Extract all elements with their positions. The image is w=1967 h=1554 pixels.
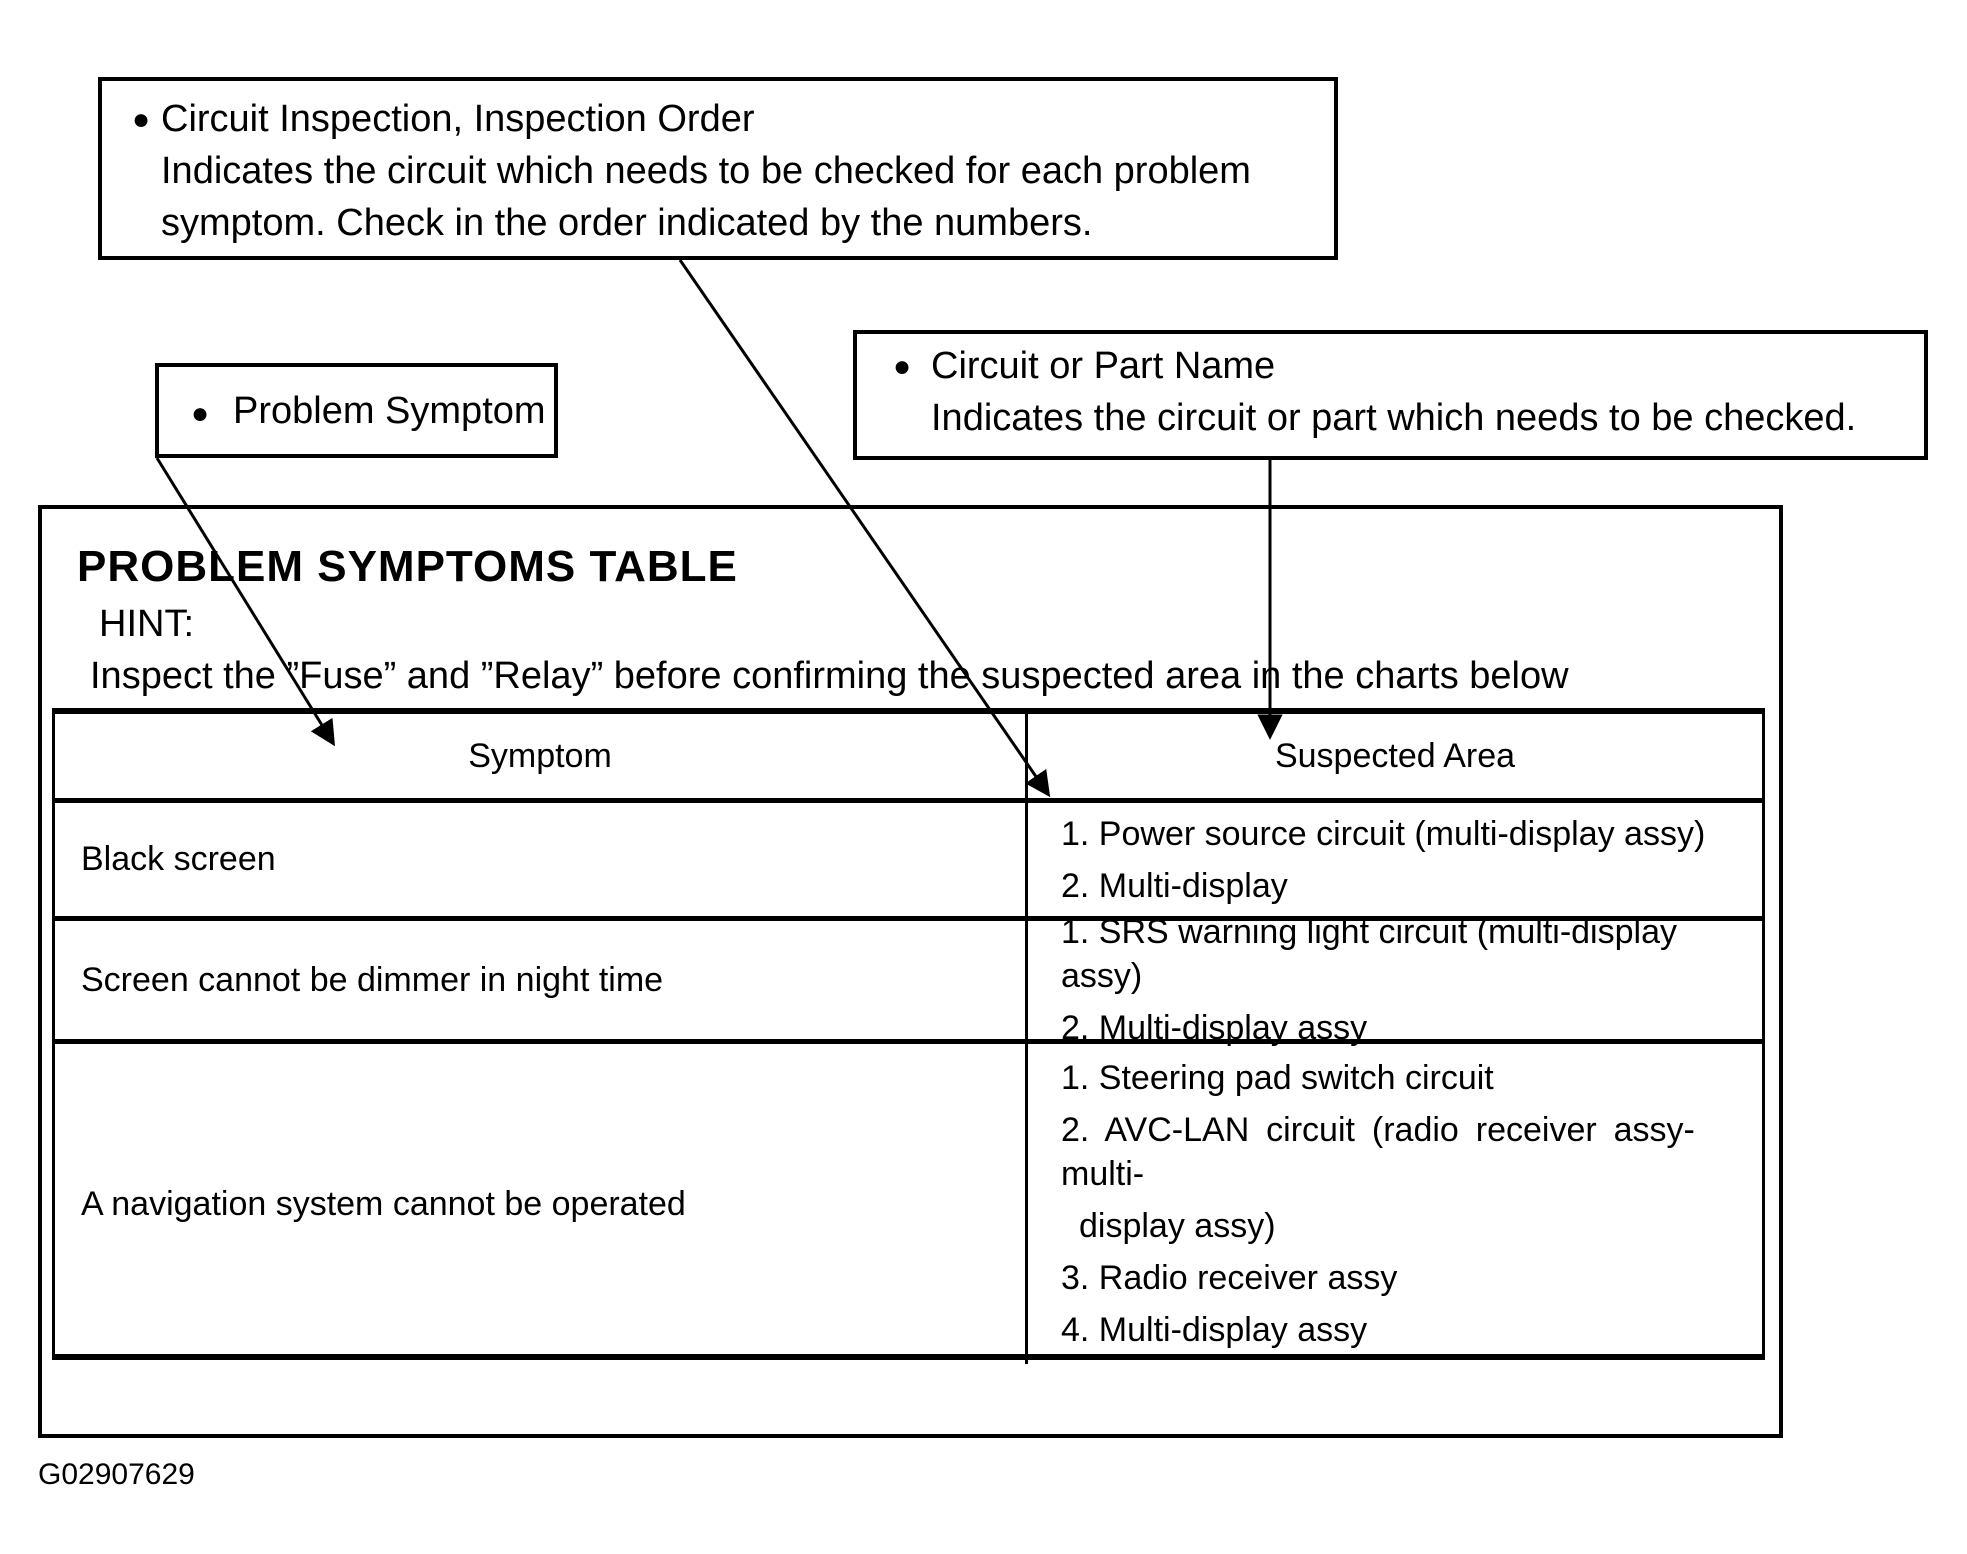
callout-inspection-order-desc-line2: symptom. Check in the order indicated by… <box>161 202 1093 244</box>
hint-text: Inspect the ”Fuse” and ”Relay” before co… <box>90 655 1569 697</box>
table-row-symptom: A navigation system cannot be operated <box>55 1039 1025 1364</box>
suspected-item: 3. Radio receiver assy <box>1061 1259 1398 1297</box>
suspected-item-continuation: display assy) <box>1079 1207 1276 1245</box>
callout-circuit-or-part: ● Circuit or Part Name Indicates the cir… <box>853 330 1928 460</box>
bullet-icon: ● <box>191 397 210 430</box>
callout-inspection-order-title: Circuit Inspection, Inspection Order <box>161 98 755 140</box>
suspected-item: 1. Power source circuit (multi-display a… <box>1061 814 1706 853</box>
table-row-suspected-area: 1. Power source circuit (multi-display a… <box>1025 798 1762 916</box>
callout-inspection-order: ● Circuit Inspection, Inspection Order I… <box>98 77 1338 260</box>
table-row-symptom: Screen cannot be dimmer in night time <box>55 916 1025 1039</box>
suspected-item: 1. SRS warning light circuit (multi-disp… <box>1061 913 1677 995</box>
table-row-suspected-area: 1. Steering pad switch circuit 2. AVC-LA… <box>1025 1039 1762 1364</box>
problem-symptoms-table: Symptom Suspected Area Black screen 1. P… <box>52 708 1765 1364</box>
suspected-item: 2. AVC-LAN circuit (radio receiver assy-… <box>1061 1111 1695 1193</box>
figure-id: G02907629 <box>38 1458 195 1491</box>
callout-problem-symptom-label: Problem Symptom <box>233 389 546 432</box>
suspected-item: 1. Steering pad switch circuit <box>1061 1059 1494 1097</box>
table-row-suspected-area: 1. SRS warning light circuit (multi-disp… <box>1025 913 1762 1047</box>
page-title: PROBLEM SYMPTOMS TABLE <box>77 542 738 591</box>
suspected-item: 2. Multi-display <box>1061 866 1288 905</box>
bullet-icon: ● <box>132 103 151 136</box>
column-header-suspected-area: Suspected Area <box>1025 714 1762 798</box>
column-header-symptom: Symptom <box>468 736 612 775</box>
callout-circuit-or-part-title: Circuit or Part Name <box>931 345 1276 387</box>
hint-label: HINT: <box>99 603 194 645</box>
bullet-icon: ● <box>893 350 912 383</box>
callout-inspection-order-desc-line1: Indicates the circuit which needs to be … <box>161 150 1251 192</box>
callout-circuit-or-part-desc: Indicates the circuit or part which need… <box>931 397 1857 439</box>
callout-problem-symptom: ● Problem Symptom <box>155 363 558 458</box>
suspected-item: 4. Multi-display assy <box>1061 1311 1368 1349</box>
table-row-symptom: Black screen <box>55 798 1025 916</box>
